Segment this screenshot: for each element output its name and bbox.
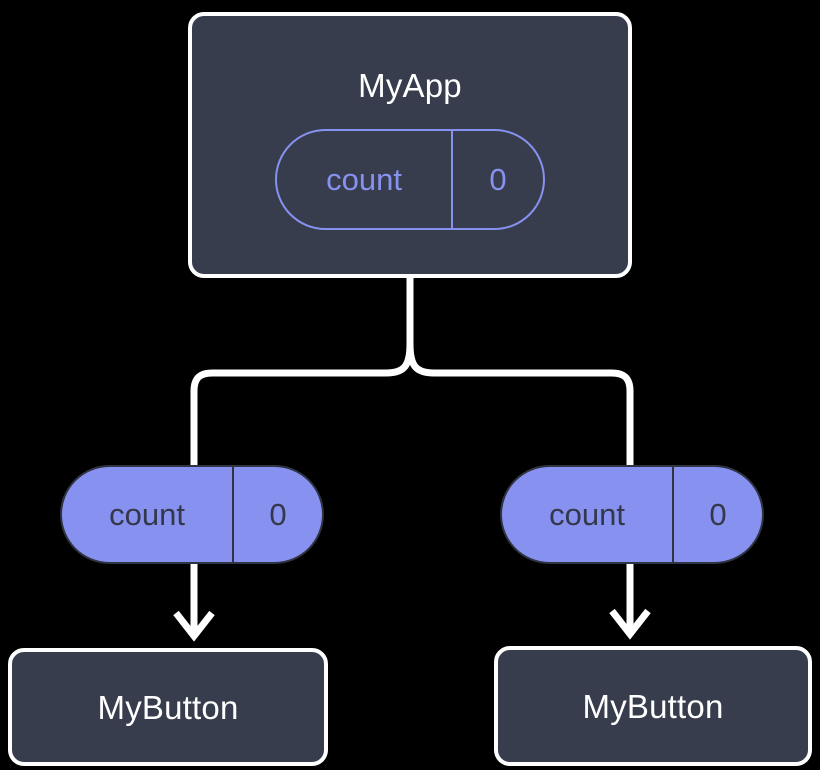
prop-pill-key: count xyxy=(549,497,625,532)
component-node-mybutton-left[interactable]: MyButton xyxy=(8,648,328,766)
prop-pill-left[interactable]: count 0 xyxy=(60,465,324,564)
prop-pill-value: 0 xyxy=(672,467,762,562)
state-pill-key: count xyxy=(326,162,402,197)
edge-root-to-child-left xyxy=(190,343,414,478)
arrow-left-prop-to-button xyxy=(173,564,215,642)
component-name-mybutton: MyButton xyxy=(97,688,239,726)
arrow-right-prop-to-button xyxy=(609,564,651,640)
prop-pill-right[interactable]: count 0 xyxy=(500,465,764,564)
component-name-myapp: MyApp xyxy=(358,67,462,104)
component-node-mybutton-right[interactable]: MyButton xyxy=(494,646,812,766)
edge-root-to-child-right xyxy=(406,343,634,478)
component-name-mybutton: MyButton xyxy=(582,687,724,725)
state-pill-value: 0 xyxy=(451,131,543,228)
prop-pill-key: count xyxy=(109,497,185,532)
prop-pill-value: 0 xyxy=(232,467,322,562)
state-pill-myapp[interactable]: count 0 xyxy=(275,129,545,230)
